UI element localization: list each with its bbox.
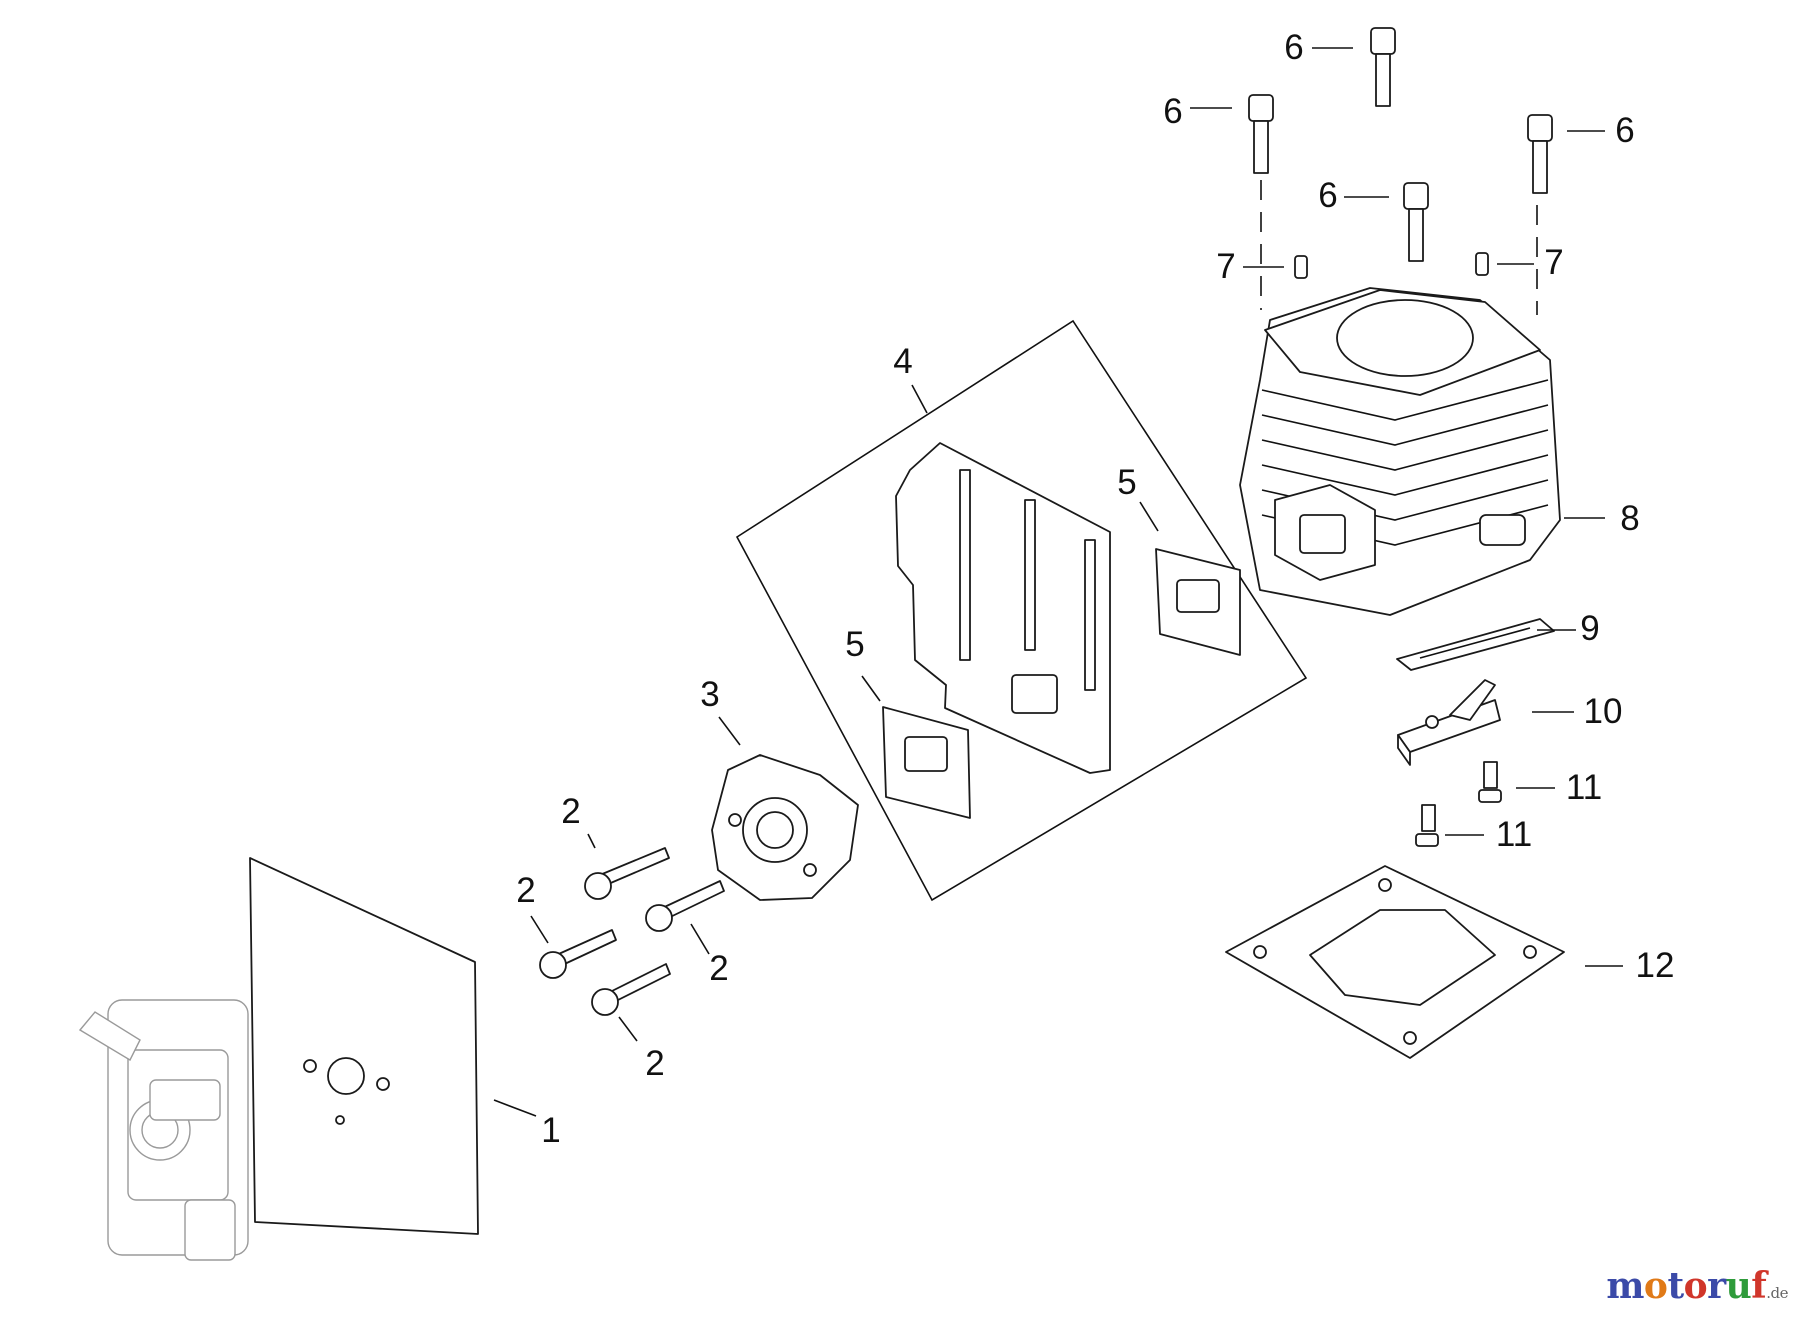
watermark-letter: u: [1725, 1265, 1752, 1307]
callout-8: 8: [1620, 499, 1639, 538]
part-2-screw: [539, 929, 617, 979]
watermark-suffix: .de: [1766, 1284, 1788, 1302]
watermark-letter: o: [1683, 1265, 1708, 1307]
callout-3: 3: [700, 675, 719, 714]
callout-6: 6: [1163, 92, 1182, 131]
part-11-screw: [1415, 804, 1439, 847]
callout-6: 6: [1284, 28, 1303, 67]
watermark-letter: r: [1707, 1265, 1726, 1307]
part-3-intake-manifold: [711, 754, 859, 901]
part-2-screw: [645, 880, 725, 932]
part-9-gasket: [1396, 618, 1555, 671]
leader-line: [530, 915, 549, 944]
part-5-gasket-left: [882, 706, 971, 819]
callout-5: 5: [1117, 463, 1136, 502]
leader-line: [618, 1016, 638, 1042]
callout-11: 11: [1496, 815, 1532, 854]
part-11-screw: [1478, 761, 1502, 803]
callout-5: 5: [845, 625, 864, 664]
callout-2: 2: [645, 1044, 664, 1083]
insulator-plate-drawing: [895, 442, 1111, 774]
part-7-dowel-pin: [1294, 255, 1308, 279]
part-6-bolt: [1248, 94, 1274, 174]
callout-10: 10: [1584, 692, 1623, 731]
part-1-gasket: [249, 857, 479, 1235]
leader-line: [718, 716, 741, 746]
part-12-base-gasket: [1225, 865, 1565, 1059]
callout-6: 6: [1615, 111, 1634, 150]
watermark-letter: o: [1643, 1265, 1668, 1307]
watermark-letter: m: [1606, 1265, 1644, 1307]
leader-line: [690, 923, 710, 955]
leader-line: [1139, 501, 1159, 532]
leader-line: [861, 675, 881, 702]
leader-line: [493, 1099, 537, 1117]
part-8-cylinder: [1239, 287, 1561, 616]
callout-9: 9: [1580, 609, 1599, 648]
part-6-bolt: [1403, 182, 1429, 262]
watermark-letter: t: [1667, 1265, 1684, 1307]
part-2-screw: [591, 963, 671, 1016]
callout-12: 12: [1636, 946, 1675, 985]
part-2-screw: [584, 847, 670, 900]
callout-6: 6: [1318, 176, 1337, 215]
callout-2: 2: [516, 871, 535, 910]
part-4-kit-outline: [735, 319, 1308, 902]
part-6-bolt: [1527, 114, 1553, 194]
callout-4: 4: [893, 342, 912, 381]
callout-2: 2: [709, 949, 728, 988]
leader-line: [587, 833, 596, 849]
carburetor-drawing: [78, 999, 249, 1261]
callout-11: 11: [1566, 768, 1602, 807]
watermark-letter: f: [1751, 1265, 1767, 1307]
callout-1: 1: [541, 1111, 560, 1150]
part-7-dowel-pin: [1475, 252, 1489, 276]
watermark-logo: motoruf.de: [1606, 1265, 1788, 1307]
part-6-bolt: [1370, 27, 1396, 107]
callout-2: 2: [561, 792, 580, 831]
part-10-valve-block: [1397, 679, 1501, 766]
callout-7: 7: [1216, 247, 1235, 286]
part-5-gasket-right: [1155, 548, 1241, 656]
leader-line: [911, 384, 928, 414]
callout-7: 7: [1544, 243, 1563, 282]
